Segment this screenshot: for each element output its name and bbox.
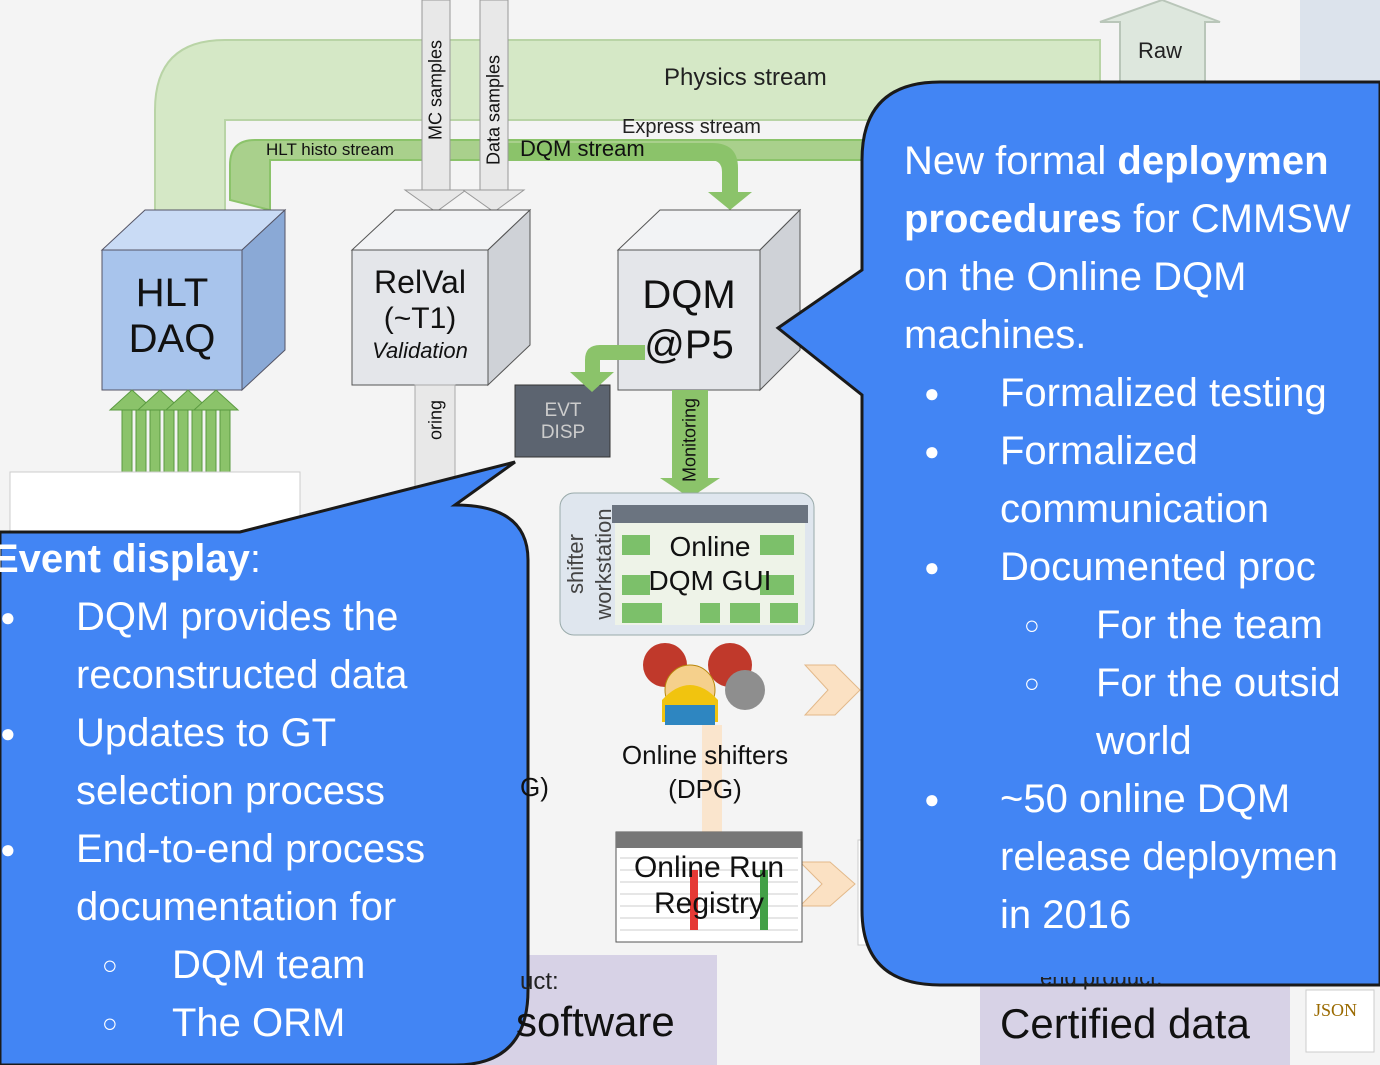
hlt-histo-stream-label: HLT histo stream: [266, 140, 394, 159]
callout-right-subitem: ○For the outsid: [1024, 661, 1341, 705]
callout-left-subitem: ○The ORM: [102, 1001, 346, 1045]
dqm-p5-cube: [616, 208, 802, 392]
dqm-p5-label: DQM @P5: [618, 270, 760, 370]
end-product-left-label: uct:: [520, 968, 559, 995]
callout-right-item: ●Formalized: [924, 429, 1198, 473]
hlt-input-arrows: [108, 389, 240, 501]
online-gui-line2: DQM GUI: [648, 565, 772, 596]
callout-right-item: ●Documented proc: [924, 545, 1316, 589]
workstation-label: workstation: [591, 508, 616, 620]
callout-right-item-cont: communication: [1000, 487, 1270, 531]
data-samples-label: Data samples: [483, 54, 504, 166]
callout-right-text: New formal deploymen procedures for CMMS…: [904, 132, 1380, 944]
callout-right-intro-line4: machines.: [904, 313, 1087, 357]
mc-samples-label: MC samples: [425, 39, 446, 141]
online-run-registry-label: Online Run Registry: [616, 850, 802, 922]
partial-g-label: G): [520, 772, 549, 802]
callout-right-intro-line3: on the Online DQM: [904, 255, 1247, 299]
peach-arrow-2: [798, 861, 856, 907]
physics-stream-label: Physics stream: [664, 64, 827, 91]
callout-right-intro-line2: procedures for CMMSW: [904, 197, 1351, 241]
end-product-right-label: end product:: [1040, 965, 1163, 990]
evt-disp-box: [514, 384, 611, 458]
relval-label-line1: RelVal: [374, 264, 466, 300]
json-badge-box: [1305, 989, 1375, 1053]
callout-left-subitem: ○DQM team: [102, 943, 366, 987]
online-shifters-label: Online shifters (DPG): [590, 738, 820, 806]
online-dqm-gui-label: Online DQM GUI: [630, 530, 790, 598]
callout-right-item-cont: release deploymen: [1000, 835, 1338, 879]
monitoring-arrow: [672, 390, 708, 480]
callout-left-shape: [0, 460, 530, 1065]
hlt-daq-label: HLT DAQ: [102, 270, 242, 362]
peach-arrow-1: [803, 664, 861, 716]
relval-cube: [350, 208, 532, 387]
dqm-stream-label: DQM stream: [520, 136, 645, 161]
online-run-registry-panel: [615, 831, 803, 943]
online-gui-line1: Online: [669, 531, 751, 562]
callout-right-item: ●Formalized testing: [924, 371, 1327, 415]
hlt-label-line1: HLT: [135, 271, 209, 315]
online-shifters-line1: Online shifters: [621, 740, 789, 770]
physics-stream-band: [154, 39, 1101, 251]
monitoring-right-label: Monitoring: [679, 397, 700, 483]
hlt-label-line2: DAQ: [128, 317, 216, 361]
shifter-label: shifter: [563, 534, 588, 594]
orr-line1: Online Run: [633, 851, 785, 884]
relval-label: RelVal (~T1) Validation: [352, 263, 488, 365]
evt-disp-label: EVT DISP: [518, 400, 608, 444]
callout-right-intro-line1: New formal deploymen: [904, 139, 1329, 183]
end-product-left-value: software: [516, 998, 675, 1045]
evt-disp-line2: DISP: [540, 422, 586, 443]
hlt-daq-cube: [100, 208, 287, 392]
express-stream-label: Express stream: [622, 116, 761, 138]
raw-label: Raw: [1138, 38, 1183, 63]
relval-label-line3: Validation: [372, 338, 468, 363]
end-product-right-value: Certified data: [1000, 1000, 1250, 1047]
callout-right-shape: [775, 80, 1380, 987]
json-badge-label: JSON: [1314, 1000, 1358, 1020]
callout-right-item: ●~50 online DQM: [924, 777, 1291, 821]
monitoring-left-label: oring: [425, 399, 446, 441]
dqm-p5-line2: @P5: [644, 323, 734, 367]
dqm-p5-line1: DQM: [642, 273, 736, 317]
online-shifters-icon: [643, 643, 765, 725]
callout-right-subitem: ○For the team: [1024, 603, 1323, 647]
orr-line2: Registry: [653, 887, 765, 920]
evt-disp-line1: EVT: [544, 400, 582, 421]
callout-right-subitem-cont: world: [1096, 719, 1192, 763]
relval-label-line2: (~T1): [383, 302, 457, 335]
data-samples-arrow: [479, 0, 509, 191]
callout-left-heading: Event display:: [0, 537, 261, 581]
dqm-stream-arrow: [500, 143, 752, 210]
online-shifters-line2: (DPG): [668, 774, 742, 804]
callout-right-item-cont: in 2016: [1000, 893, 1132, 937]
